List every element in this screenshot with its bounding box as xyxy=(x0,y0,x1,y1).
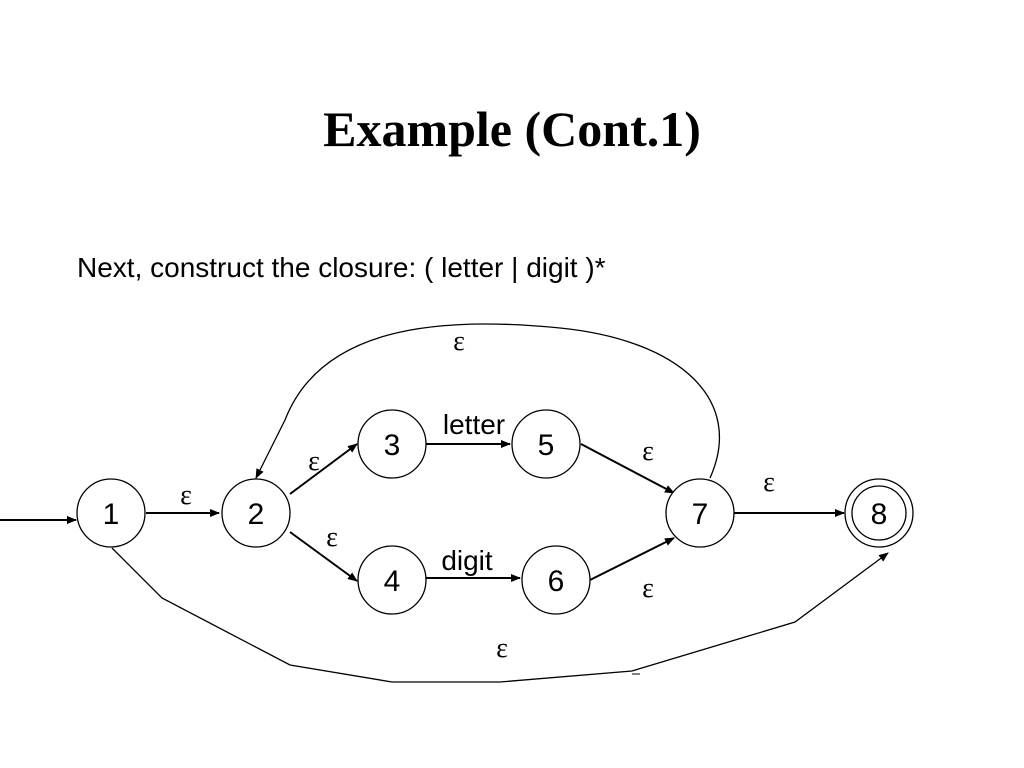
state-2 xyxy=(221,478,291,548)
state-3-label: 3 xyxy=(384,429,401,462)
state-5-label: 5 xyxy=(538,429,555,462)
edge-7-2-label: ε xyxy=(453,326,465,357)
state-2-label: 2 xyxy=(248,498,265,531)
edge-5-7-label: ε xyxy=(642,436,654,467)
edge-3-5-label: letter xyxy=(443,409,505,440)
state-5 xyxy=(511,409,581,479)
state-7 xyxy=(665,478,735,548)
edge-2-4-label: ε xyxy=(326,522,338,553)
state-3 xyxy=(357,409,427,479)
state-4-label: 4 xyxy=(384,565,401,598)
state-6-label: 6 xyxy=(548,565,565,598)
state-8-label: 8 xyxy=(871,498,888,531)
edge-1-2-label: ε xyxy=(180,480,192,511)
state-1 xyxy=(76,478,146,548)
edge-7-8-label: ε xyxy=(763,467,775,498)
slide-text: Next, construct the closure: ( letter | … xyxy=(77,252,606,283)
slide-title: Example (Cont.1) xyxy=(323,101,701,157)
state-6 xyxy=(521,545,591,615)
edge-1-8 xyxy=(111,547,889,683)
edge-4-6-label: digit xyxy=(441,545,493,576)
state-7-label: 7 xyxy=(692,498,709,531)
edge-1-8-label: ε xyxy=(496,633,508,664)
edge-6-7-label: ε xyxy=(642,573,654,604)
edge-2-3-label: ε xyxy=(308,446,320,477)
edge-2-3 xyxy=(289,443,358,495)
state-1-label: 1 xyxy=(103,498,120,531)
state-8-outer xyxy=(844,478,914,548)
edge-5-7 xyxy=(580,443,675,494)
edge-2-4 xyxy=(289,531,358,582)
edge-6-7 xyxy=(589,537,675,581)
state-4 xyxy=(357,545,427,615)
state-8-inner xyxy=(851,485,907,541)
edge-7-2 xyxy=(255,323,721,479)
